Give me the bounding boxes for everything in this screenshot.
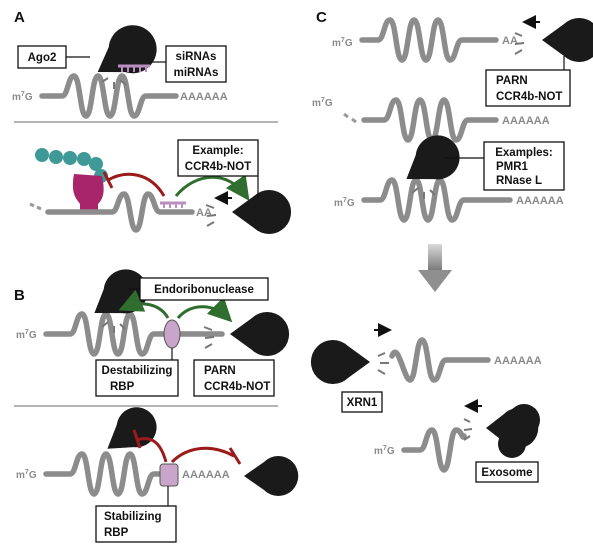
svg-text:AA: AA [502,35,518,47]
mrna-c3: m7G AAAAAA [334,177,564,223]
svg-text:m7G: m7G [332,37,353,49]
mrna-c2: m7G AAAAAA [312,97,550,143]
mrna-c5: m7G [374,427,467,473]
ccr4b-not-enzyme [205,190,292,235]
mrna-b1: m7G [16,311,225,357]
svg-text:AAAAAA: AAAAAA [494,355,542,367]
panel-label-a: A [14,9,25,26]
ribosome-complex [35,148,108,214]
mrna-b2: m7G AAAAAA [16,451,230,497]
destabilizing-rbp [163,319,181,349]
examples-box: Examples: PMR1 RNase L [444,141,565,191]
exosome-box: Exosome [475,461,539,483]
blocked-enzyme-right [244,455,299,496]
svg-text:XRN1: XRN1 [347,397,378,409]
panel-label-c: C [316,9,327,26]
ago2-box: Ago2 [17,45,90,69]
svg-text:m7G: m7G [334,197,355,209]
svg-text:Example:: Example: [192,145,243,157]
svg-text:m7G: m7G [16,469,37,481]
panel-label-b: B [14,287,25,304]
svg-text:RNase L: RNase L [496,175,542,187]
svg-text:RBP: RBP [104,527,129,539]
mrna-c1: m7G AA [332,17,518,63]
transition-arrow [418,244,452,292]
parn-ccr4b-box-b: PARN CCR4b-NOT [193,359,275,397]
svg-text:Endoribonuclease: Endoribonuclease [154,284,254,296]
xrn1-enzyme [310,323,392,384]
svg-text:CCR4b-NOT: CCR4b-NOT [496,91,562,103]
parn-enzyme-c [514,15,593,62]
svg-text:CCR4b-NOT: CCR4b-NOT [204,381,270,393]
ago2-enzyme [97,25,157,89]
svg-text:m7G: m7G [16,329,37,341]
svg-text:siRNAs: siRNAs [176,51,217,63]
svg-text:PARN: PARN [204,365,236,377]
mrna-a1: m7G AAAAAA [12,73,228,119]
green-arrows-b [118,289,233,323]
exosome-complex [463,399,540,458]
parn-enzyme-b [203,312,290,356]
example-box: Example: CCR4b-NOT [177,139,259,198]
svg-text:m7G: m7G [374,445,395,457]
svg-text:Exosome: Exosome [481,467,532,479]
mirna-probe [118,64,150,72]
inhibit-arrow-red [102,171,166,197]
red-inhibit-arrows-b [132,429,242,465]
svg-text:Examples:: Examples: [495,147,553,159]
xrn1-box: XRN1 [341,391,383,413]
mrna-a2: AA [29,191,212,233]
polya-tail: AAAAAA [180,91,228,103]
svg-text:AA: AA [196,207,212,219]
svg-text:m7G: m7G [312,97,333,109]
svg-text:AAAAAA: AAAAAA [516,195,564,207]
endoribonuclease-box: Endoribonuclease [128,277,269,301]
sirna-mirna-box: siRNAs miRNAs [150,45,227,83]
stabilizing-rbp-box: Stabilizing RBP [95,486,177,543]
mirna-probe-2 [160,201,186,208]
svg-text:Ago2: Ago2 [28,52,57,64]
svg-text:PMR1: PMR1 [496,161,529,173]
destabilizing-rbp-box: Destabilizing RBP [95,348,179,397]
svg-text:Destabilizing: Destabilizing [102,365,173,377]
svg-text:CCR4b-NOT: CCR4b-NOT [185,161,251,173]
svg-text:AAAAAA: AAAAAA [182,469,230,481]
svg-text:AAAAAA: AAAAAA [502,115,550,127]
cap-label: m7G [12,91,33,103]
parn-ccr4b-box-c: PARN CCR4b-NOT [485,56,571,107]
activate-arrow-green [174,174,250,201]
stabilizing-rbp [159,463,179,487]
svg-text:miRNAs: miRNAs [174,67,219,79]
svg-text:PARN: PARN [496,75,528,87]
svg-text:Stabilizing: Stabilizing [104,511,162,523]
svg-text:RBP: RBP [110,381,135,393]
endonuclease-enzyme-c [406,135,460,199]
mrna-c4: AAAAAA [389,337,542,383]
